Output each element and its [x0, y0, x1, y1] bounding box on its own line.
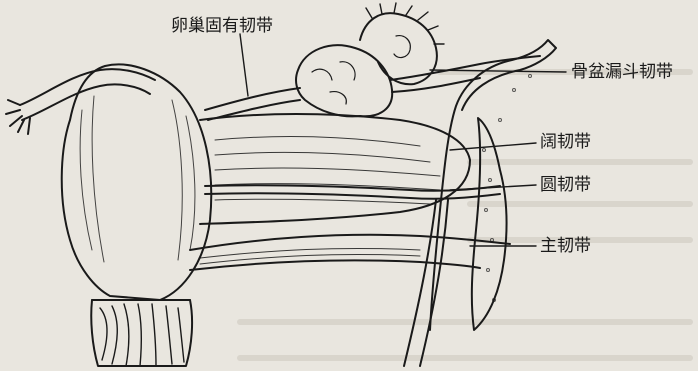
leader-lines [240, 34, 566, 246]
label-ovarian-ligament: 卵巢固有韧带 [171, 16, 273, 36]
label-cardinal-ligament: 主韧带 [540, 236, 591, 256]
fimbriae-left [6, 100, 30, 134]
ovarian-ligament [205, 88, 300, 110]
ovary [296, 45, 392, 116]
infundibulopelvic-ligament [390, 56, 540, 80]
uterus-body [62, 64, 212, 300]
label-round-ligament: 圆韧带 [540, 175, 591, 195]
label-infundibulopelvic-ligament: 骨盆漏斗韧带 [571, 62, 673, 82]
cardinal-ligament [190, 235, 510, 250]
label-broad-ligament: 阔韧带 [540, 132, 591, 152]
